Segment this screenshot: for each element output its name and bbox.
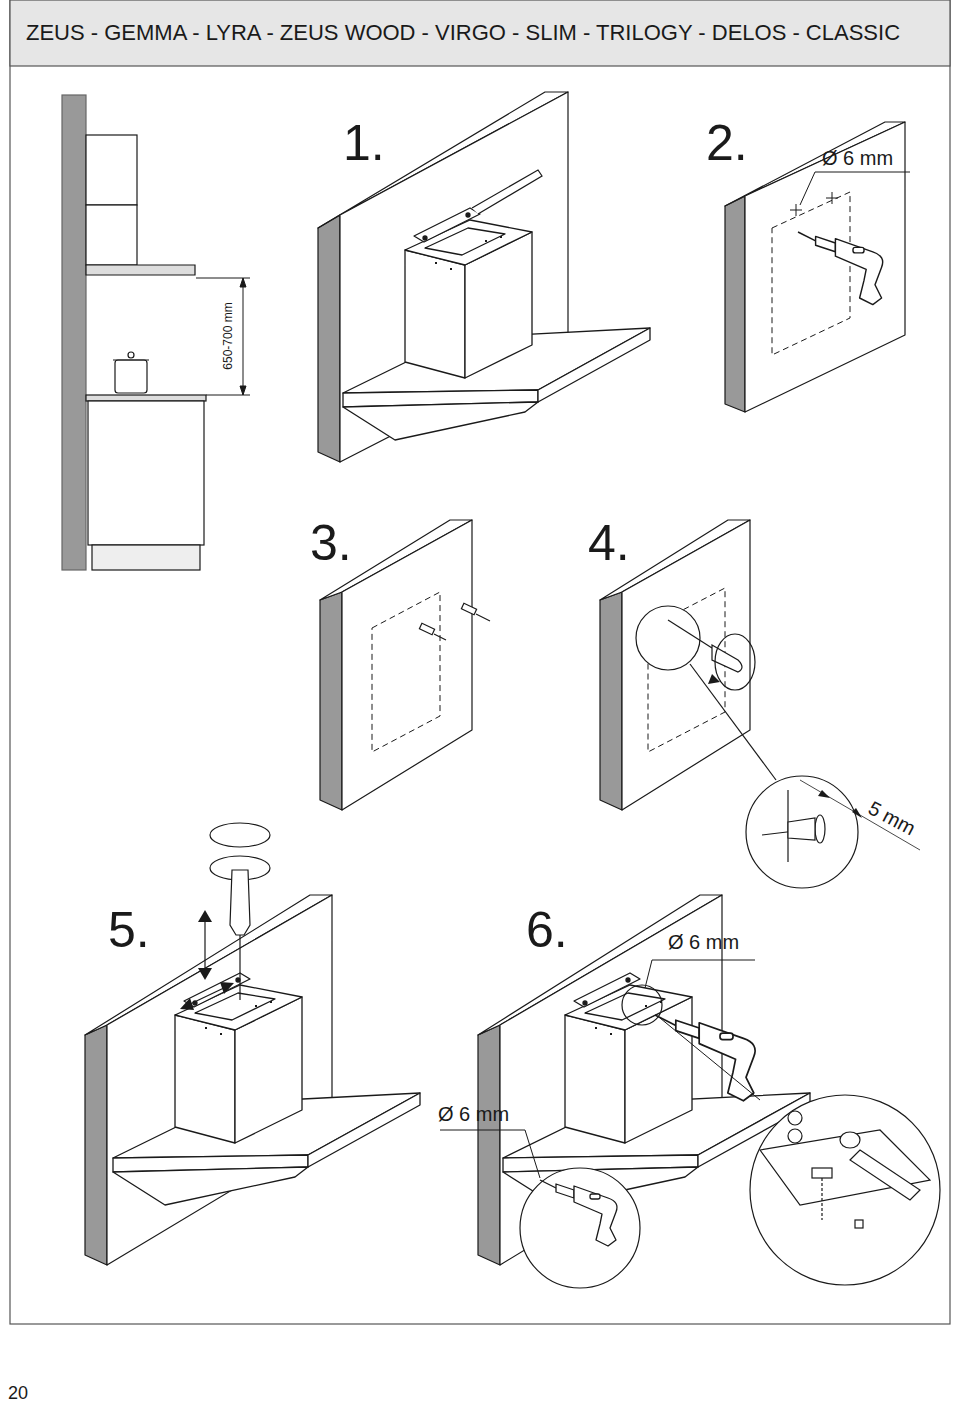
page-title: ZEUS - GEMMA - LYRA - ZEUS WOOD - VIRGO … [26, 22, 900, 44]
step-number: 4. [588, 518, 630, 568]
dimension-label: Ø 6 mm [668, 932, 739, 952]
step-number: 5. [108, 905, 150, 955]
step-number: 3. [310, 518, 352, 568]
step-number: 1. [343, 118, 385, 168]
step-number: 6. [526, 905, 568, 955]
step-number: 2. [706, 118, 748, 168]
page-number: 20 [8, 1384, 28, 1402]
dimension-label: 650-700 mm [222, 302, 234, 369]
dimension-label: Ø 6 mm [438, 1104, 509, 1124]
dimension-label: Ø 6 mm [822, 148, 893, 168]
dimension-label: 5 mm [865, 797, 919, 838]
